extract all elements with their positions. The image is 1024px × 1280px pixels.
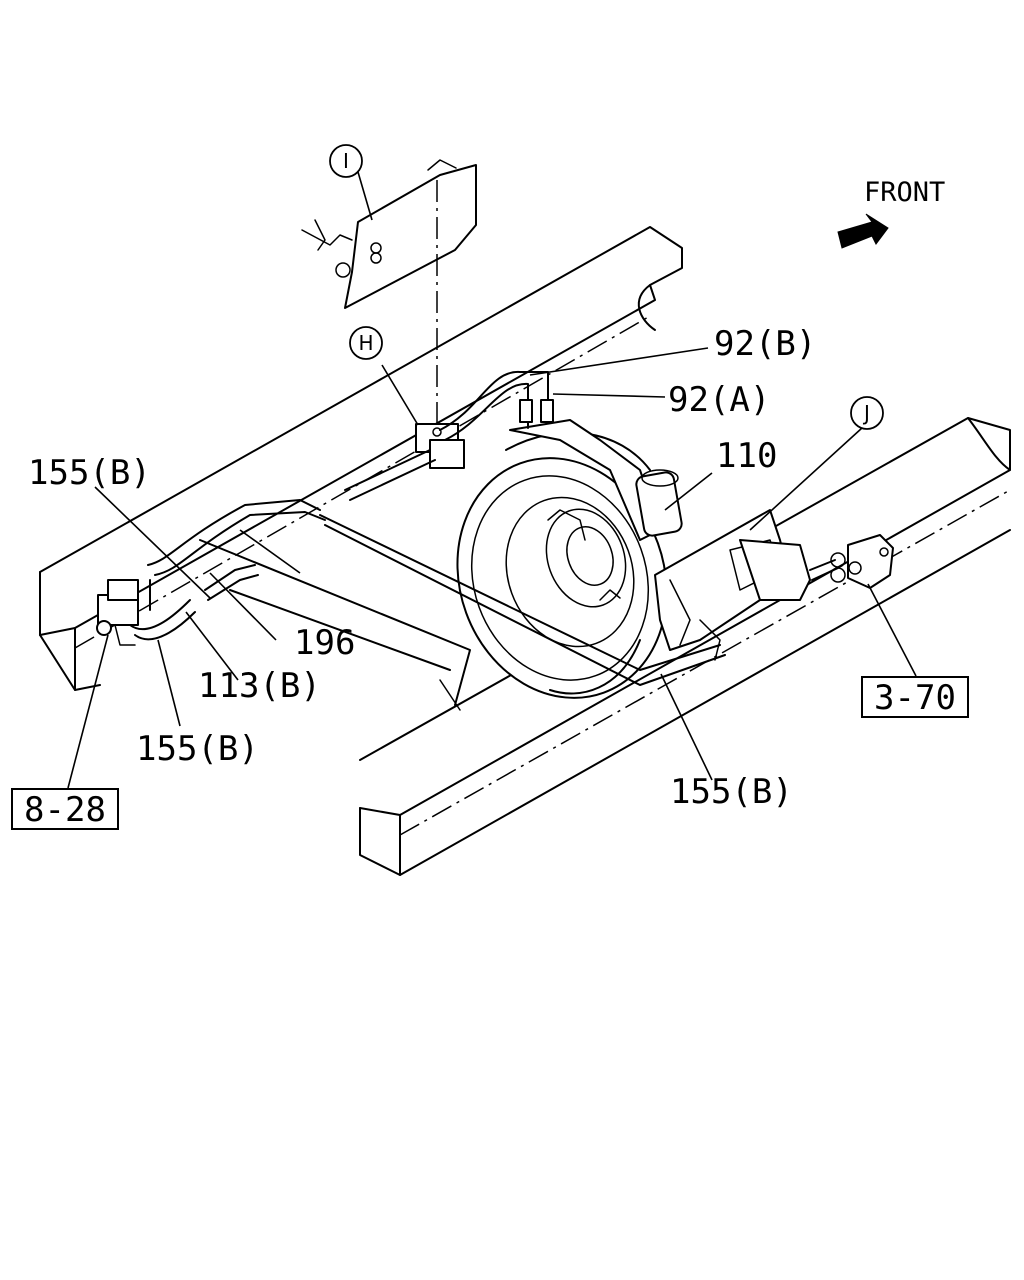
ref-box-3-70[interactable]: 3-70	[861, 676, 969, 718]
callout-155b-mid: 155(B)	[136, 729, 259, 769]
front-arrow-icon	[837, 213, 889, 249]
tire-carrier-winch	[509, 419, 811, 661]
leader-lines	[67, 171, 917, 789]
detail-marker-i: I	[329, 144, 363, 178]
svg-text:J: J	[862, 401, 870, 425]
cross-member	[199, 539, 471, 711]
detail-marker-j: J	[850, 396, 884, 430]
callout-155b-top: 155(B)	[28, 453, 151, 493]
callout-113b: 113(B)	[198, 666, 321, 706]
frame-rail-left	[39, 226, 683, 691]
front-label: FRONT	[864, 177, 945, 208]
svg-text:8-28: 8-28	[24, 790, 106, 830]
ref-box-8-28[interactable]: 8-28	[11, 788, 119, 830]
detail-marker-h: H	[349, 326, 383, 360]
valve-block-left	[96, 579, 139, 646]
svg-text:I: I	[343, 149, 349, 173]
svg-text:H: H	[358, 331, 373, 355]
callout-155b-bot: 155(B)	[670, 772, 793, 812]
clamp-h	[415, 423, 465, 469]
hoses	[129, 370, 839, 686]
svg-text:3-70: 3-70	[874, 678, 956, 718]
callout-110: 110	[716, 436, 777, 476]
valve-block-right	[830, 534, 894, 589]
callout-196: 196	[294, 623, 355, 663]
callout-92a: 92(A)	[668, 380, 770, 420]
callout-92b: 92(B)	[714, 324, 816, 364]
bracket-i	[301, 159, 477, 309]
